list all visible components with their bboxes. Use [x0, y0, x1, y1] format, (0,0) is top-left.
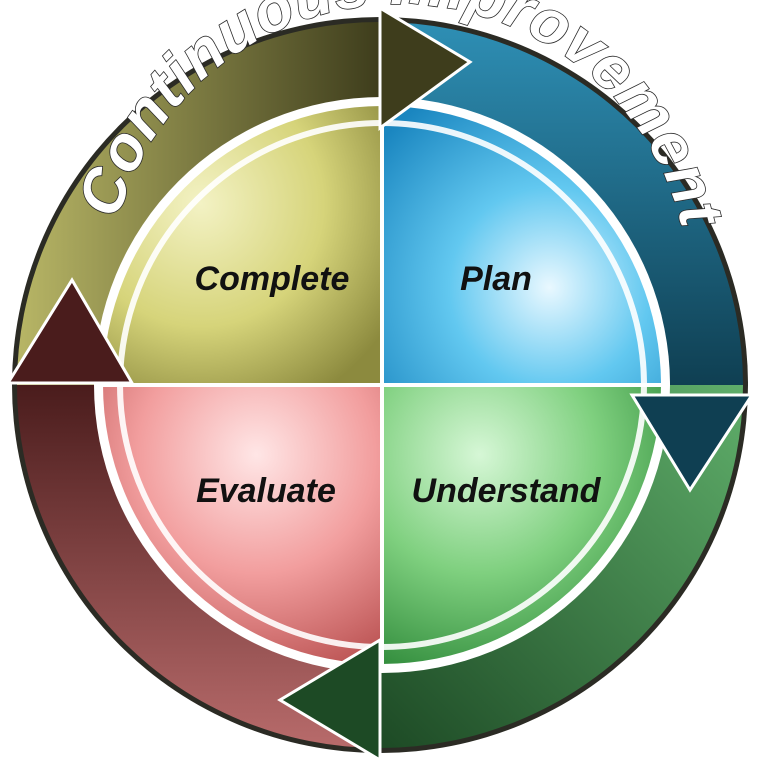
quadrant-evaluate	[103, 385, 382, 664]
arrow-head-bottom	[277, 637, 382, 763]
label-evaluate: Evaluate	[196, 472, 336, 510]
label-plan: Plan	[460, 260, 532, 298]
label-understand: Understand	[412, 472, 602, 510]
arrow-head-left	[5, 277, 135, 385]
quadrant-understand	[382, 385, 661, 664]
arrow-head-top	[378, 5, 473, 131]
label-complete: Complete	[195, 260, 350, 298]
quadrant-plan	[382, 106, 661, 385]
quadrant-complete	[103, 106, 382, 385]
arrow-head-right	[629, 393, 755, 493]
